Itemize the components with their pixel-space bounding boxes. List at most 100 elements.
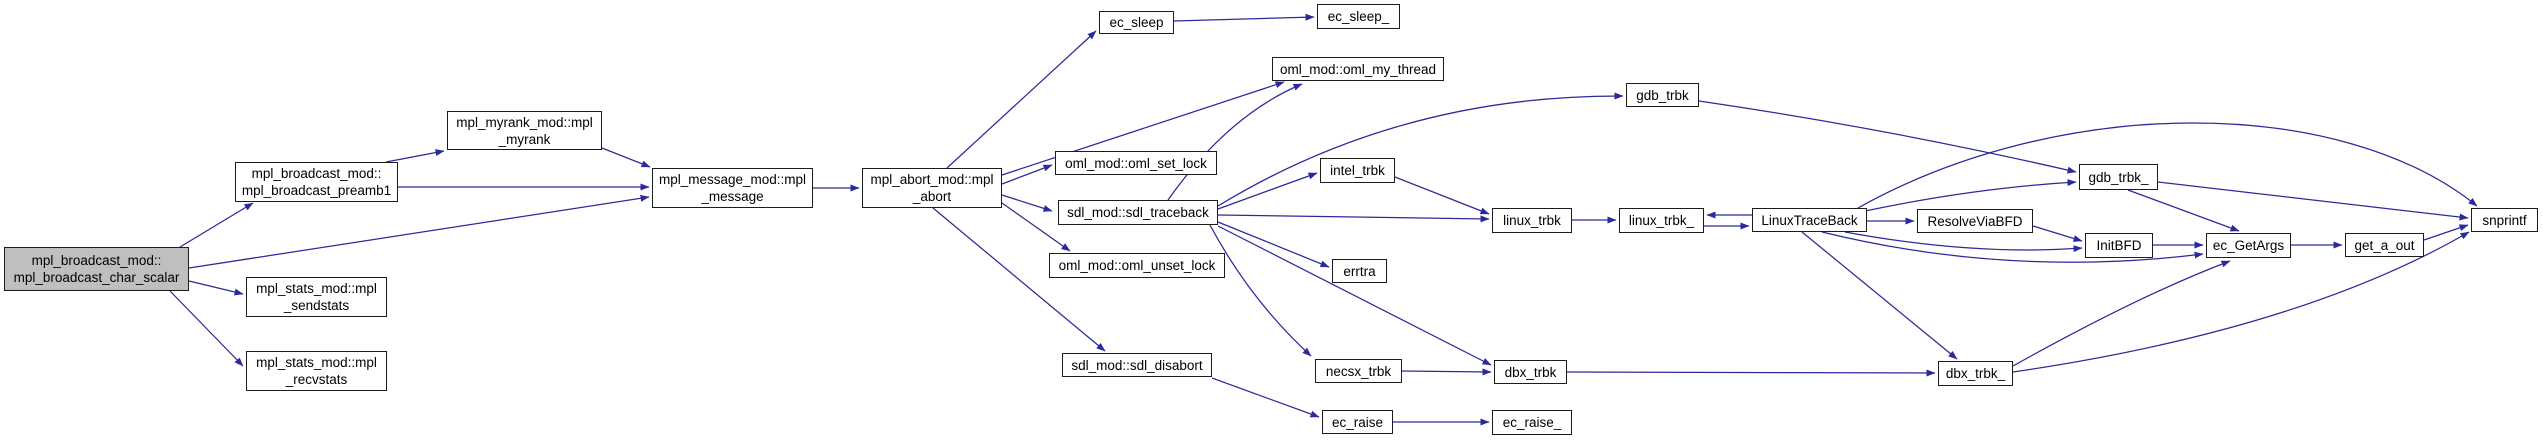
node-linux_trbk[interactable]: linux_trbk	[1492, 208, 1572, 233]
node-ResolveViaBFD[interactable]: ResolveViaBFD	[1917, 209, 2033, 233]
edge-gdb_trbk_-to-snprintf	[2157, 181, 2469, 221]
node-necsx_trbk[interactable]: necsx_trbk	[1315, 359, 1402, 383]
node-InitBFD[interactable]: InitBFD	[2085, 233, 2153, 258]
edge-mpl_abort-to-oml_unset_lock	[1001, 202, 1071, 252]
node-label-line: oml_mod::oml_set_lock	[1065, 155, 1207, 171]
node-label-line: ec_raise	[1331, 414, 1384, 430]
node-label-line: _recvstats	[285, 372, 348, 387]
node-mpl_broadcast_char_scalar: mpl_broadcast_mod::mpl_broadcast_char_sc…	[4, 247, 189, 291]
node-ec_raise[interactable]: ec_raise	[1322, 410, 1393, 434]
node-label-line: sdl_mod::sdl_traceback	[1067, 205, 1209, 220]
node-label-line: snprintf	[2482, 212, 2527, 228]
edge-sdl_disabort-to-ec_raise	[1211, 377, 1320, 418]
edge-mpl_broadcast_preamb1-to-mpl_myrank	[385, 149, 445, 163]
node-sdl_traceback[interactable]: sdl_mod::sdl_traceback	[1058, 200, 1218, 225]
node-snprintf[interactable]: snprintf	[2471, 208, 2538, 232]
node-ec_raise_[interactable]: ec_raise_	[1492, 410, 1572, 435]
edge-sdl_traceback-to-gdb_trbk	[1217, 92, 1624, 207]
node-label-line: ec_GetArgs	[2212, 238, 2285, 253]
node-label-line: dbx_trbk_	[1945, 366, 2006, 381]
edge-LinuxTraceBack-to-InitBFD	[1844, 231, 2083, 253]
node-mpl_recvstats[interactable]: mpl_stats_mod::mpl_recvstats	[246, 351, 387, 391]
node-label-line: oml_mod::oml_my_thread	[1279, 61, 1437, 77]
edge-sdl_traceback-to-dbx_trbk	[1217, 225, 1492, 366]
edge-LinuxTraceBack-to-gdb_trbk_	[1864, 179, 2077, 212]
node-label-line: _message	[701, 189, 764, 204]
edge-get_a_out-to-snprintf	[2423, 224, 2469, 241]
edge-dbx_trbk-to-dbx_trbk_	[1566, 369, 1936, 377]
node-ec_sleep_[interactable]: ec_sleep_	[1317, 4, 1400, 29]
node-label-line: errtra	[1343, 263, 1376, 279]
node-mpl_sendstats[interactable]: mpl_stats_mod::mpl_sendstats	[246, 277, 387, 317]
node-intel_trbk[interactable]: intel_trbk	[1320, 158, 1395, 183]
edge-gdb_trbk_-to-ec_GetArgs	[2127, 189, 2240, 232]
edge-mpl_broadcast_char_scalar-to-mpl_recvstats	[169, 290, 244, 367]
node-label-line: _myrank	[498, 131, 551, 147]
node-mpl_message[interactable]: mpl_message_mod::mpl_message	[652, 168, 813, 208]
node-label-line: ec_sleep	[1109, 15, 1164, 30]
node-label-line: get_a_out	[2354, 237, 2415, 253]
edge-dbx_trbk_-to-ec_GetArgs	[2012, 260, 2231, 367]
node-gdb_trbk[interactable]: gdb_trbk	[1626, 83, 1699, 107]
edge-mpl_abort-to-sdl_disabort	[932, 207, 1106, 352]
node-get_a_out[interactable]: get_a_out	[2345, 233, 2424, 257]
node-label-line: LinuxTraceBack	[1761, 212, 1858, 228]
node-dbx_trbk[interactable]: dbx_trbk	[1494, 360, 1567, 384]
node-label-line: mpl_message_mod::mpl	[658, 172, 807, 187]
node-oml_my_thread[interactable]: oml_mod::oml_my_thread	[1272, 57, 1444, 81]
node-label-line: linux_trbk	[1503, 213, 1561, 228]
edge-LinuxTraceBack-to-snprintf	[1857, 122, 2478, 209]
edge-gdb_trbk-to-gdb_trbk_	[1698, 100, 2077, 174]
node-label-line: ec_raise_	[1502, 415, 1562, 430]
node-label-line: _sendstats	[283, 298, 350, 313]
node-LinuxTraceBack[interactable]: LinuxTraceBack	[1752, 208, 1867, 232]
edge-sdl_traceback-to-linux_trbk	[1217, 214, 1490, 223]
node-label-line: ResolveViaBFD	[1927, 213, 2023, 229]
edge-mpl_broadcast_char_scalar-to-mpl_sendstats	[188, 280, 244, 296]
edge-mpl_abort-to-ec_sleep	[946, 30, 1097, 169]
node-label-line: mpl_broadcast_mod::	[31, 253, 162, 268]
edge-LinuxTraceBack-to-dbx_trbk_	[1801, 231, 1958, 360]
node-mpl_broadcast_preamb1[interactable]: mpl_broadcast_mod::mpl_broadcast_preamb1	[235, 162, 398, 202]
node-gdb_trbk_[interactable]: gdb_trbk_	[2079, 164, 2158, 190]
node-mpl_myrank[interactable]: mpl_myrank_mod::mpl_myrank	[447, 111, 602, 150]
node-label-line: mpl_broadcast_char_scalar	[13, 270, 180, 285]
edge-mpl_abort-to-oml_set_lock	[1001, 164, 1053, 185]
edge-sdl_traceback-to-intel_trbk	[1217, 172, 1318, 210]
edge-ResolveViaBFD-to-InitBFD	[2032, 225, 2083, 242]
node-label-line: _abort	[912, 189, 952, 204]
node-errtra[interactable]: errtra	[1332, 259, 1387, 283]
edge-mpl_abort-to-oml_my_thread	[1001, 81, 1285, 176]
node-label-line: ec_sleep_	[1327, 9, 1390, 24]
edge-necsx_trbk-to-dbx_trbk	[1401, 368, 1492, 376]
node-label-line: mpl_stats_mod::mpl	[256, 355, 377, 370]
node-label-line: necsx_trbk	[1325, 363, 1392, 379]
node-label-line: InitBFD	[2096, 238, 2142, 253]
node-label-line: mpl_abort_mod::mpl	[870, 172, 994, 187]
edge-sdl_traceback-to-errtra	[1217, 221, 1330, 268]
node-label-line: gdb_trbk	[1636, 87, 1689, 103]
node-dbx_trbk_[interactable]: dbx_trbk_	[1938, 361, 2013, 386]
node-label-line: dbx_trbk	[1504, 364, 1557, 380]
edge-LinuxTraceBack-to-ec_GetArgs	[1821, 231, 2204, 263]
node-oml_unset_lock[interactable]: oml_mod::oml_unset_lock	[1049, 253, 1225, 278]
edge-mpl_broadcast_char_scalar-to-mpl_message	[188, 194, 650, 269]
edge-mpl_myrank-to-mpl_message	[601, 147, 651, 168]
edge-sdl_traceback-to-necsx_trbk	[1209, 224, 1312, 357]
node-label-line: mpl_broadcast_mod::	[251, 166, 382, 181]
edge-ec_sleep-to-ec_sleep_	[1173, 13, 1315, 22]
edge-mpl_abort-to-sdl_traceback	[1001, 194, 1053, 212]
node-label-line: mpl_myrank_mod::mpl	[456, 114, 593, 130]
edge-intel_trbk-to-linux_trbk	[1394, 176, 1490, 215]
node-linux_trbk_[interactable]: linux_trbk_	[1619, 208, 1704, 233]
node-oml_set_lock[interactable]: oml_mod::oml_set_lock	[1055, 151, 1217, 175]
edge-mpl_broadcast_char_scalar-to-mpl_broadcast_preamb1	[179, 202, 254, 248]
node-ec_sleep[interactable]: ec_sleep	[1099, 11, 1174, 34]
node-mpl_abort[interactable]: mpl_abort_mod::mpl_abort	[862, 168, 1002, 208]
node-label-line: oml_mod::oml_unset_lock	[1058, 258, 1216, 273]
node-ec_GetArgs[interactable]: ec_GetArgs	[2206, 233, 2291, 258]
node-label-line: gdb_trbk_	[2088, 169, 2149, 185]
node-sdl_disabort[interactable]: sdl_mod::sdl_disabort	[1062, 353, 1212, 377]
